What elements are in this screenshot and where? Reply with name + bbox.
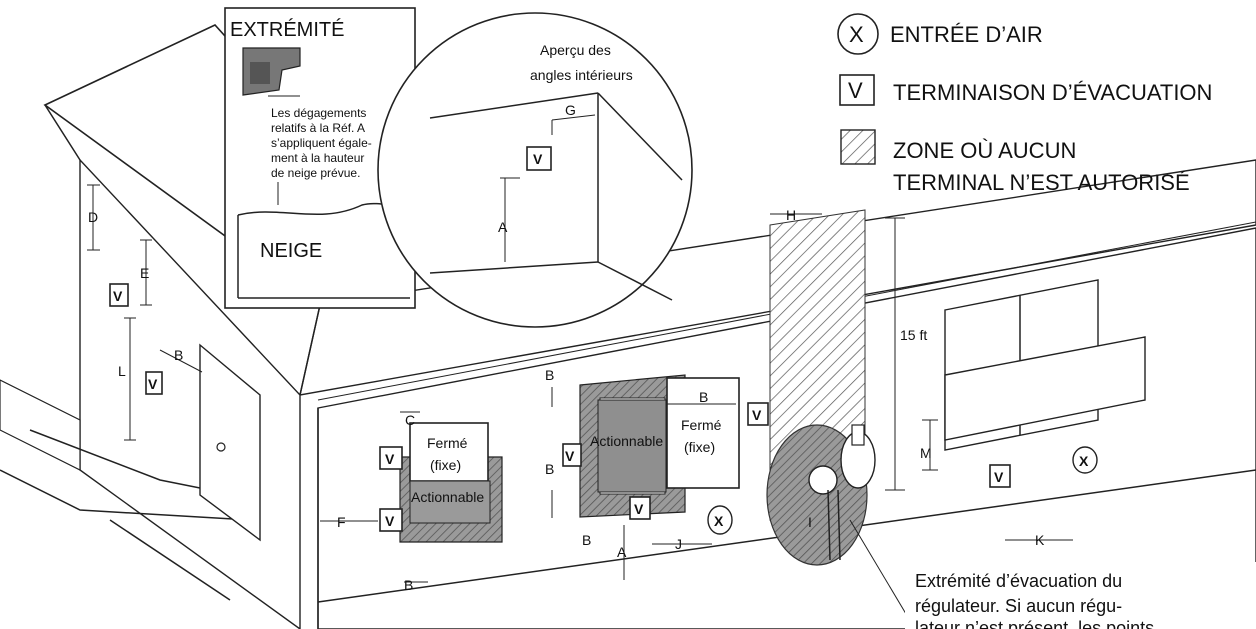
dim-h: H bbox=[786, 207, 796, 223]
dim-j: J bbox=[675, 536, 682, 552]
inset-note-4: ment à la hauteur bbox=[271, 151, 364, 165]
height-15ft: 15 ft bbox=[900, 327, 927, 343]
dim-e: E bbox=[140, 265, 149, 281]
legend-zone-2: TERMINAL N’EST AUTORISÉ bbox=[893, 170, 1190, 195]
ground-slab bbox=[0, 379, 81, 471]
legend-vent: TERMINAISON D’ÉVACUATION bbox=[893, 80, 1212, 105]
dim-l: L bbox=[118, 363, 126, 379]
dim-d: D bbox=[88, 209, 98, 225]
legend-v-symbol: V bbox=[848, 78, 863, 103]
snow-label: NEIGE bbox=[260, 240, 322, 262]
side-vent-1: V bbox=[113, 288, 123, 304]
inset-corner: Aperçu des angles intérieurs G V A bbox=[377, 12, 693, 328]
window2-vent-left: V bbox=[565, 448, 575, 464]
dim-b-win1: B bbox=[404, 577, 413, 593]
inset-note-3: s’appliquent égale- bbox=[271, 136, 372, 150]
legend-zone-1: ZONE OÙ AUCUN bbox=[893, 138, 1076, 163]
dim-b-win2-top: B bbox=[545, 367, 554, 383]
legend-air-intake: ENTRÉE D’AIR bbox=[890, 22, 1043, 47]
regulator-note-1: Extrémité d’évacuation du bbox=[915, 571, 1122, 591]
window2-vent-right: V bbox=[752, 407, 762, 423]
door-knob bbox=[216, 442, 226, 452]
window1-closed: Fermé bbox=[427, 435, 468, 451]
corner-a: A bbox=[498, 219, 508, 235]
dim-c: C bbox=[405, 412, 415, 428]
legend-x-symbol: X bbox=[849, 22, 864, 47]
window2-air-intake: X bbox=[714, 513, 724, 529]
gas-meter-icon bbox=[808, 465, 838, 495]
inset-note-2: relatifs à la Réf. A bbox=[271, 121, 365, 135]
dim-b-win2-mid: B bbox=[545, 461, 554, 477]
window1-operable: Actionnable bbox=[411, 489, 484, 505]
inset-note-5: de neige prévue. bbox=[271, 166, 360, 180]
dim-k: K bbox=[1035, 532, 1045, 548]
inset-extremity-title: EXTRÉMITÉ bbox=[230, 18, 344, 41]
window2-fixed: (fixe) bbox=[684, 439, 715, 455]
dim-b-win2-low: B bbox=[582, 532, 591, 548]
regulator-zone: H 15 ft I bbox=[766, 207, 927, 629]
dim-m: M bbox=[920, 445, 932, 461]
window3-vent: V bbox=[994, 469, 1004, 485]
window2-vent-bottom: V bbox=[634, 501, 644, 517]
dim-a-front: A bbox=[617, 544, 627, 560]
window2-closed: Fermé bbox=[681, 417, 722, 433]
window3-air-intake: X bbox=[1079, 453, 1089, 469]
window2-operable: Actionnable bbox=[590, 433, 663, 449]
window1-vent-top: V bbox=[385, 451, 395, 467]
corner-title-2: angles intérieurs bbox=[530, 67, 633, 83]
side-vent-2: V bbox=[148, 376, 158, 392]
dim-i: I bbox=[808, 514, 812, 530]
dim-b-win2-right: B bbox=[699, 389, 708, 405]
corner-vent: V bbox=[533, 151, 543, 167]
regulator-note-3: lateur n’est présent, les points bbox=[915, 618, 1154, 629]
regulator-note: Extrémité d’évacuation du régulateur. Si… bbox=[905, 562, 1256, 629]
window1-vent-bottom: V bbox=[385, 513, 395, 529]
side-wall-annotations: D E V L V B bbox=[87, 184, 203, 441]
legend: X ENTRÉE D’AIR V TERMINAISON D’ÉVACUATIO… bbox=[837, 13, 1212, 195]
corner-title-1: Aperçu des bbox=[540, 42, 611, 58]
inset-note-1: Les dégagements bbox=[271, 106, 366, 120]
window1-fixed: (fixe) bbox=[430, 457, 461, 473]
dim-b-side: B bbox=[174, 347, 183, 363]
window-right: M V X K bbox=[920, 279, 1146, 548]
corner-g: G bbox=[565, 102, 576, 118]
dim-f: F bbox=[337, 514, 346, 530]
window-left: Fermé (fixe) Actionnable C V V F B bbox=[320, 411, 503, 593]
window-middle: Actionnable Fermé (fixe) B V B V B V B A… bbox=[545, 367, 769, 580]
door bbox=[199, 343, 261, 542]
regulator-note-2: régulateur. Si aucun régu- bbox=[915, 596, 1122, 616]
